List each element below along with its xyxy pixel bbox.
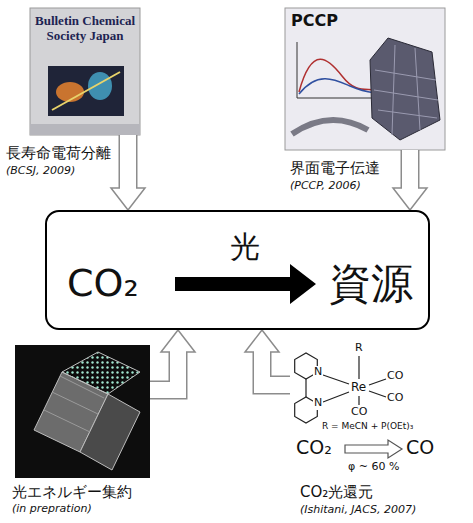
quantum-yield: φ ~ 60 % xyxy=(348,461,399,474)
metal-bond xyxy=(358,356,359,379)
block-arrow xyxy=(393,150,427,210)
arrow-body xyxy=(120,135,136,190)
block-arrow xyxy=(245,330,290,385)
cover-ground xyxy=(285,8,445,150)
journal-cover-art xyxy=(285,8,445,150)
cover-ground xyxy=(30,8,140,135)
caption: 界面電子伝達 xyxy=(290,160,380,177)
block-arrow xyxy=(150,330,195,390)
nanotube-illustration xyxy=(15,345,150,478)
prism-top xyxy=(62,352,140,394)
atom-label: Re xyxy=(351,381,366,395)
ligand-label: CO xyxy=(387,392,403,405)
ligand-label: CO xyxy=(351,406,367,419)
molecule-tube xyxy=(370,38,440,140)
illustration-panel: 光エネルギー集約(in prepration) xyxy=(15,345,150,478)
reduction-arrow xyxy=(345,440,402,458)
illustration-ground xyxy=(15,345,150,478)
cover-title: PCCP xyxy=(291,12,338,30)
arrow-head xyxy=(245,330,279,352)
ring-bond xyxy=(305,379,306,397)
arrow-head xyxy=(111,188,145,210)
atom-label: R xyxy=(355,342,363,355)
journal-cover: PCCP界面電子伝達(PCCP, 2006) xyxy=(285,8,445,150)
citation: (BCSJ, 2009) xyxy=(6,165,75,178)
caption: CO₂光還元 xyxy=(300,484,373,501)
atom-label: N xyxy=(313,366,323,379)
arrow-head xyxy=(161,330,195,352)
citation: (Ishitani, JACS, 2007) xyxy=(300,504,416,517)
chemical-structure xyxy=(295,353,386,423)
citation: (PCCP, 2006) xyxy=(290,180,361,193)
arrow-body xyxy=(150,351,178,391)
graph-curve xyxy=(299,59,376,92)
molecule-mesh xyxy=(374,45,438,135)
arrow-body xyxy=(402,150,418,190)
caption: 光エネルギー集約 xyxy=(12,484,132,501)
cover-ribbon xyxy=(292,120,368,134)
graph-axes xyxy=(297,42,378,98)
cover-title: Bulletin Chemical Society Japan xyxy=(33,14,137,44)
cover-picture-line xyxy=(52,72,120,110)
arrow-label: 光 xyxy=(230,230,260,265)
cover-picture-blob xyxy=(88,72,112,100)
reaction-arrow xyxy=(175,264,316,304)
atom-label: N xyxy=(313,397,323,410)
arrow-head xyxy=(393,188,427,210)
block-arrow xyxy=(111,135,145,210)
citation: (in prepration) xyxy=(12,503,92,516)
journal-cover: Bulletin Chemical Society Japan長寿命電荷分離(B… xyxy=(30,8,140,135)
formula: CO₂ xyxy=(67,262,139,306)
cover-stripe xyxy=(30,124,140,135)
formula: CO xyxy=(406,437,434,459)
formula: CO₂ xyxy=(296,437,332,459)
journal-cover-art xyxy=(30,8,140,135)
product-label: 資源 xyxy=(329,260,413,308)
prism-lines xyxy=(44,376,104,432)
caption: 長寿命電荷分離 xyxy=(6,145,111,162)
graph-curve xyxy=(299,79,376,94)
process-box: CO₂ 光資源 xyxy=(45,210,430,330)
metal-bond xyxy=(323,375,349,402)
ligand-label: CO xyxy=(387,370,403,383)
arrow-body xyxy=(262,351,290,386)
cover-picture xyxy=(48,66,124,116)
substituent-note: R = MeCN + P(OEt)₃ xyxy=(322,421,413,431)
